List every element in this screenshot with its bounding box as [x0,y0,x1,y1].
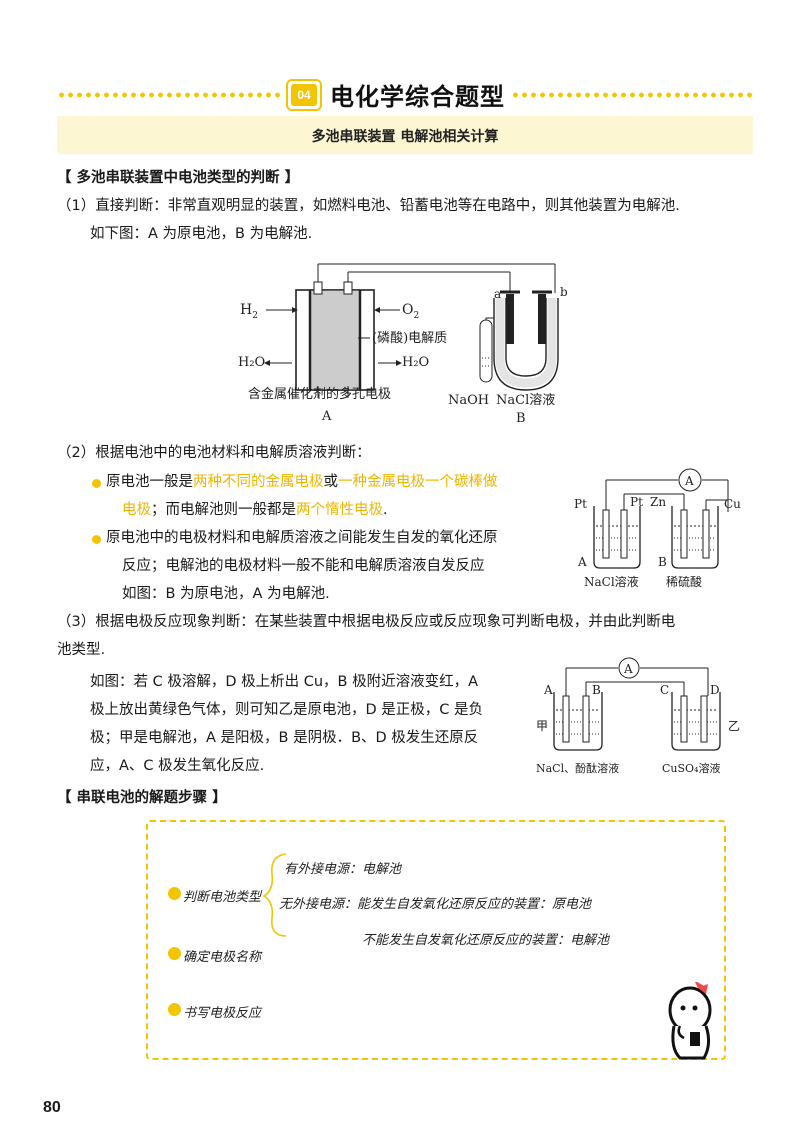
fig3-electrode-c: C [660,683,669,697]
fig3-electrode-a: A [543,683,553,697]
bullet1-text-b: 或 [323,474,339,490]
fig2-ammeter-label: A [684,474,694,488]
fig3-yi-label: 乙 [728,719,740,733]
section1-heading: 【 多池串联装置中电池类型的判断 】 [57,170,300,186]
step-3-text: 书写电极反应 [183,1006,262,1021]
subtitle-band: 多池串联装置 电解池相关计算 [57,116,753,154]
electrolysis-galvanic-figure: A Pt Pt Zn Cu A B NaCl溶液 稀硫酸 [574,468,741,589]
fig1-electrode-a: a [494,287,501,301]
header-dotted-rule-right [511,92,753,98]
fig3-electrode-b: B [592,683,601,697]
paragraph3-body-line1: 如图：若 C 极溶解，D 极上析出 Cu，B 极附近溶液变红，A [90,674,479,690]
bullet1-line2: 电极；而电解池则一般都是两个惰性电极. [122,503,388,518]
fuel-cell-electrolysis-figure: H2 O2 H₂O H₂O (磷酸)电解质 含金属催化剂的多孔电极 A a b … [238,263,568,426]
paragraph3-line1: （3）根据电极反应现象判断：在某些装置中根据电极反应或反应现象可判断电极，并由此… [57,614,676,630]
chapter-number: 04 [291,84,317,106]
fig2-acid: 稀硫酸 [666,574,702,589]
fig1-label-b: B [516,411,526,426]
bullet1-highlight-4: 两个惰性电极 [296,502,383,518]
fig2-pt2: Pt [630,495,643,509]
beaker-b [671,499,728,569]
bullet-marker-2 [92,535,101,544]
section2-heading: 【 串联电池的解题步骤 】 [57,790,227,806]
page-number: 80 [43,1099,61,1116]
step-1-text: 判断电池类型 [183,890,262,905]
bullet2-line3: 如图：B 为原电池，A 为电解池. [122,586,330,602]
fig1-label-a: A [321,409,332,424]
branch-non-spontaneous: 不能发生自发氧化还原反应的装置：电解池 [362,933,610,948]
subtitle: 多池串联装置 电解池相关计算 [311,129,499,145]
fig1-nacl-label: NaCl溶液 [496,393,555,408]
mascot-illustration [668,982,712,1060]
fig1-o2-label: O2 [402,302,419,321]
bullet-marker-1 [92,479,101,488]
header-dotted-rule-left [57,92,283,98]
electrolysis-u-tube [479,290,559,391]
chapter-title: 电化学综合题型 [330,82,505,111]
bullet1-line1: 原电池一般是两种不同的金属电极或一种金属电极一个碳棒做 [106,475,498,490]
bullet1-highlight-1: 两种不同的金属电极 [193,474,324,490]
chapter-number-badge: 04 [286,79,322,111]
beaker-jia [553,692,603,751]
branch-external-source: 有外接电源：电解池 [284,862,402,877]
bullet1-text-c: ；而电解池则一般都是 [151,502,296,518]
bullet2-line2: 反应；电解池的电极材料一般不能和电解质溶液自发反应 [122,558,485,574]
step-2-text: 确定电极名称 [183,950,262,965]
bullet1-text-a: 原电池一般是 [106,474,193,490]
paragraph3-line2: 池类型. [57,642,106,658]
fig1-electrode-b: b [560,285,568,299]
step-1-marker [168,887,181,900]
bullet1-highlight-2: 一种金属电极一个碳棒做 [338,474,498,490]
fig1-h2o-right-label: H₂O [402,355,429,370]
fig1-porous-electrode-label: 含金属催化剂的多孔电极 [248,386,391,402]
branch-no-external-source: 无外接电源：能发生自发氧化还原反应的装置：原电池 [279,897,592,912]
fig2-nacl: NaCl溶液 [584,574,639,589]
paragraph3-body-line4: 应，A、C 极发生氧化反应. [90,758,265,774]
beaker-yi [671,692,721,751]
fig1-naoh-label: NaOH [448,393,489,408]
branch-brace [262,853,287,937]
bullet1-text-d: . [383,502,388,518]
steps-dashed-box [146,820,726,1060]
fig3-right-solution: CuSO₄溶液 [662,761,720,775]
fuel-cell-apparatus [264,263,556,398]
fig2-zn: Zn [650,495,666,509]
fig2-cu: Cu [724,497,741,511]
fig2-pt1: Pt [574,497,587,511]
fig3-electrode-d: D [710,683,720,697]
paragraph1-line1: （1）直接判断：非常直观明显的装置，如燃料电池、铅蓄电池等在电路中，则其他装置为… [57,198,680,214]
bullet1-highlight-3: 电极 [122,502,151,518]
fig3-left-solution: NaCl、酚酞溶液 [536,761,619,775]
step-2-marker [168,947,181,960]
ammeter-icon [678,468,702,492]
series-electrolysis-figure: A A B C D 甲 乙 NaCl、酚酞溶液 CuSO₄溶液 [536,657,740,775]
fig1-electrolyte-label: (磷酸)电解质 [372,331,447,346]
fig2-label-a: A [577,555,587,569]
fig2-label-b: B [658,555,667,569]
step-3-marker [168,1003,181,1016]
fig1-h2o-left-label: H₂O [238,355,265,370]
paragraph3-body-line2: 极上放出黄绿色气体，则可知乙是原电池，D 是正极，C 是负 [90,702,484,718]
fig1-h2-label: H2 [240,302,258,321]
paragraph1-line2: 如下图：A 为原电池，B 为电解池. [90,226,313,242]
paragraph3-body-line3: 极；甲是电解池，A 是阳极，B 是阴极．B、D 极发生还原反 [90,730,479,746]
beaker-a [593,506,641,569]
bullet2-line1: 原电池中的电极材料和电解质溶液之间能发生自发的氧化还原 [106,530,498,546]
fig3-ammeter-label: A [623,662,633,676]
paragraph2-heading: （2）根据电池中的电池材料和电解质溶液判断： [57,445,371,461]
fig3-jia-label: 甲 [536,719,548,733]
ammeter-icon [618,657,640,679]
